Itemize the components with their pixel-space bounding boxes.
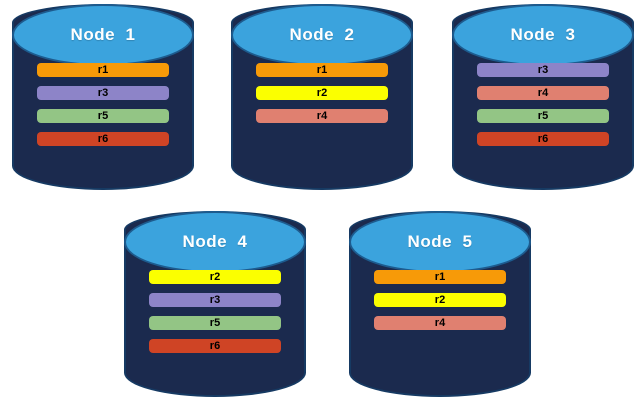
cylinder-top-icon	[231, 4, 413, 66]
replica-bar-r6[interactable]: r6	[477, 132, 609, 146]
database-node-3[interactable]: Node 3 r3 r4 r5 r6	[452, 4, 634, 190]
database-node-4[interactable]: Node 4 r2 r3 r5 r6	[124, 211, 306, 397]
replica-label: r2	[316, 86, 328, 99]
node-label: Node 1	[70, 25, 136, 44]
replica-label: r1	[97, 63, 109, 76]
replica-bar-r2[interactable]: r2	[374, 293, 506, 307]
node-label: Node 3	[510, 25, 576, 44]
replica-bar-r4[interactable]: r4	[374, 316, 506, 330]
replica-bar-r1[interactable]: r1	[256, 63, 388, 77]
node-label: Node 4	[182, 232, 248, 251]
database-node-1[interactable]: Node 1 r1 r3 r5 r6	[12, 4, 194, 190]
replica-bar-r4[interactable]: r4	[477, 86, 609, 100]
replica-bar-r6[interactable]: r6	[149, 339, 281, 353]
replica-label: r5	[97, 109, 109, 122]
replica-label: r6	[97, 132, 109, 145]
replica-list: r1 r3 r5 r6	[12, 63, 194, 146]
replica-bar-r4[interactable]: r4	[256, 109, 388, 123]
replica-bar-r2[interactable]: r2	[149, 270, 281, 284]
replica-label: r1	[434, 270, 446, 283]
replica-list: r1 r2 r4	[231, 63, 413, 123]
replica-label: r2	[209, 270, 221, 283]
replica-label: r3	[97, 86, 109, 99]
replica-label: r5	[209, 316, 221, 329]
node-label: Node 5	[407, 232, 473, 251]
replica-bar-r2[interactable]: r2	[256, 86, 388, 100]
replica-label: r3	[537, 63, 549, 76]
replica-bar-r3[interactable]: r3	[149, 293, 281, 307]
node-label: Node 2	[289, 25, 355, 44]
replica-label: r4	[434, 316, 446, 329]
replica-bar-r1[interactable]: r1	[374, 270, 506, 284]
replica-label: r5	[537, 109, 549, 122]
cylinder-top-icon	[12, 4, 194, 66]
cylinder-top-icon	[124, 211, 306, 273]
replica-bar-r5[interactable]: r5	[477, 109, 609, 123]
replica-bar-r5[interactable]: r5	[149, 316, 281, 330]
replica-label: r6	[537, 132, 549, 145]
replica-label: r1	[316, 63, 328, 76]
replica-list: r2 r3 r5 r6	[124, 270, 306, 353]
replica-list: r1 r2 r4	[349, 270, 531, 330]
replica-list: r3 r4 r5 r6	[452, 63, 634, 146]
replica-bar-r6[interactable]: r6	[37, 132, 169, 146]
database-node-5[interactable]: Node 5 r1 r2 r4	[349, 211, 531, 397]
replica-label: r6	[209, 339, 221, 352]
replica-label: r4	[316, 109, 328, 122]
replica-label: r4	[537, 86, 549, 99]
replica-label: r3	[209, 293, 221, 306]
replica-bar-r3[interactable]: r3	[477, 63, 609, 77]
replica-label: r2	[434, 293, 446, 306]
database-node-2[interactable]: Node 2 r1 r2 r4	[231, 4, 413, 190]
replica-bar-r3[interactable]: r3	[37, 86, 169, 100]
replica-bar-r5[interactable]: r5	[37, 109, 169, 123]
replica-bar-r1[interactable]: r1	[37, 63, 169, 77]
